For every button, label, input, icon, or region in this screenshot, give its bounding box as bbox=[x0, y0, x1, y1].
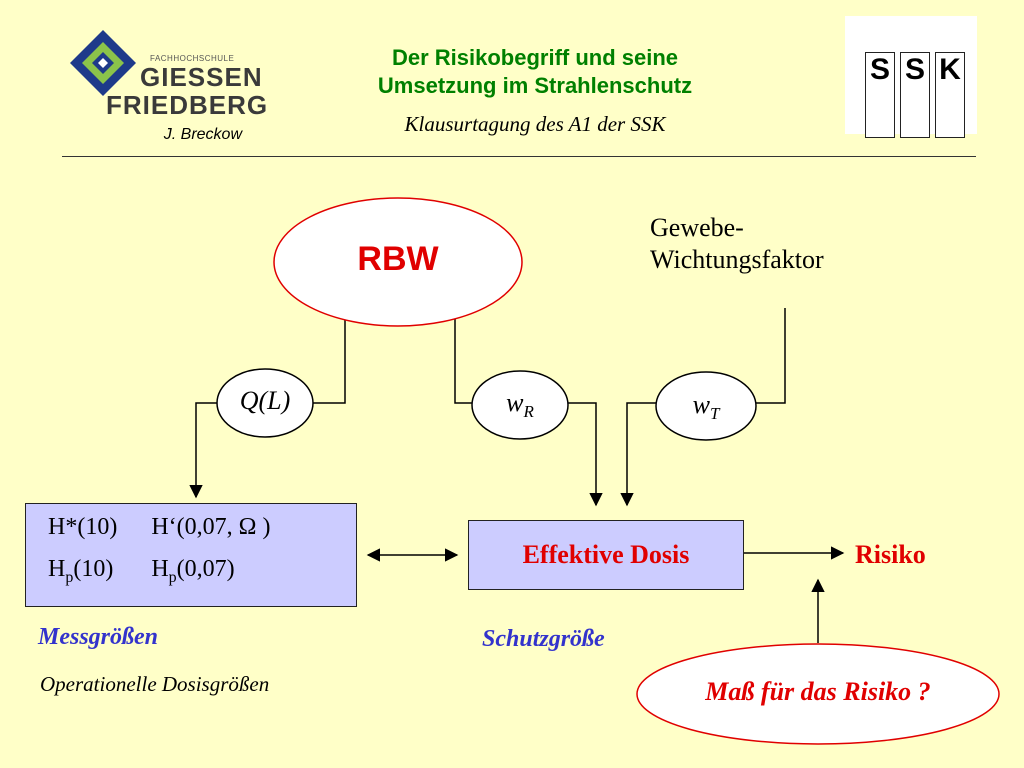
connector-wr-eff bbox=[568, 402, 603, 507]
rbw-ellipse bbox=[273, 197, 523, 327]
connector-rbw-q bbox=[312, 315, 346, 404]
connector-rbw-wr bbox=[454, 317, 472, 404]
effektive-dosis-box: Effektive Dosis bbox=[468, 520, 744, 590]
op-hp-10: Hp(10) bbox=[48, 556, 114, 586]
messgroessen-label: Messgrößen bbox=[38, 624, 159, 650]
wt-ellipse bbox=[655, 371, 757, 441]
ssk-letter-k: K bbox=[935, 52, 965, 138]
title-line-1: Der Risikobegriff und seine bbox=[391, 45, 679, 70]
op-line-2: Hp(10) Hp(0,07) bbox=[48, 556, 235, 587]
wt-label: wT bbox=[656, 390, 756, 424]
ssk-logo: S S K bbox=[845, 16, 977, 138]
wr-ellipse bbox=[471, 370, 569, 440]
q-ellipse bbox=[216, 368, 314, 438]
mass-label: Maß für das Risiko ? bbox=[705, 677, 931, 706]
title-line-2: Umsetzung im Strahlenschutz bbox=[377, 73, 693, 98]
logo-fachhochschule-text: FACHHOCHSCHULE bbox=[150, 54, 235, 63]
connector-wt-eff bbox=[620, 402, 658, 507]
wt-main: w bbox=[692, 390, 710, 419]
logo-friedberg-text: FRIEDBERG bbox=[106, 90, 269, 120]
author: J. Breckow bbox=[163, 126, 242, 143]
op-h-star-10: H*(10) bbox=[48, 514, 118, 540]
mass-ellipse bbox=[636, 643, 1000, 745]
page-subtitle: Klausurtagung des A1 der SSK bbox=[404, 112, 666, 136]
logo-giessen-text: GIESSEN bbox=[140, 62, 263, 92]
q-label: Q(L) bbox=[239, 386, 291, 415]
connector-q-op bbox=[189, 402, 220, 499]
rbw-label: RBW bbox=[357, 240, 439, 278]
wr-sub: R bbox=[523, 402, 534, 422]
gewebe-line-2: Wichtungsfaktor bbox=[650, 245, 824, 274]
fh-logo-emblem bbox=[70, 30, 136, 96]
page-title: Der Risikobegriff und seine Umsetzung im… bbox=[300, 44, 770, 100]
wt-sub: T bbox=[709, 404, 720, 424]
operationelle-label: Operationelle Dosisgrößen bbox=[40, 672, 270, 696]
gewebe-label: Gewebe- Wichtungsfaktor bbox=[650, 212, 824, 276]
risiko-label: Risiko bbox=[855, 540, 926, 569]
op-line-1: H*(10) H‘(0,07, Ω ) bbox=[48, 514, 270, 541]
schutzgroesse-label: Schutzgröße bbox=[482, 626, 605, 652]
op-h-prime: H‘(0,07, Ω ) bbox=[151, 514, 271, 540]
op-hp-007: Hp(0,07) bbox=[151, 556, 235, 586]
connector-gewebe-wt bbox=[756, 308, 786, 404]
ssk-letter-s2: S bbox=[900, 52, 930, 138]
gewebe-line-1: Gewebe- bbox=[650, 213, 744, 242]
ssk-letter-s1: S bbox=[865, 52, 895, 138]
operational-quantities-box: H*(10) H‘(0,07, Ω ) Hp(10) Hp(0,07) bbox=[25, 503, 357, 607]
wr-label: wR bbox=[472, 388, 568, 422]
wr-main: w bbox=[506, 388, 524, 417]
header-divider bbox=[62, 156, 976, 157]
